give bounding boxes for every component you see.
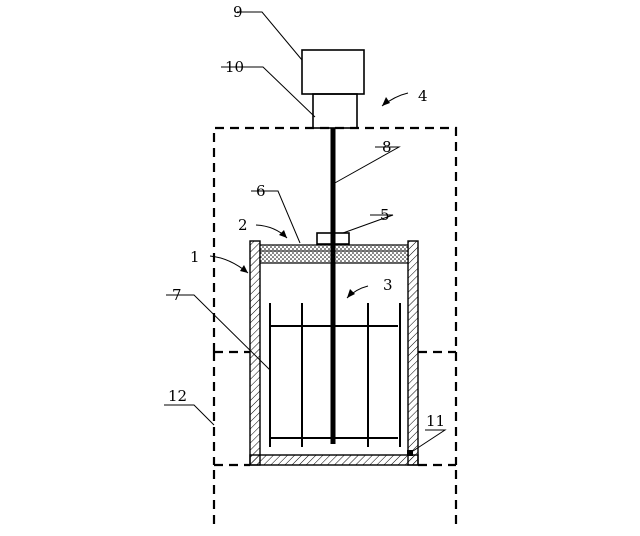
label-8: 8 xyxy=(382,138,392,156)
label-1: 1 xyxy=(190,248,200,266)
label-4: 4 xyxy=(418,87,428,105)
motor-box xyxy=(301,49,365,95)
label-11: 11 xyxy=(426,412,445,430)
stirring-frame xyxy=(269,303,401,447)
label-9: 9 xyxy=(233,3,243,21)
label-6: 6 xyxy=(256,182,266,200)
label-3: 3 xyxy=(383,276,393,294)
leader-lines xyxy=(164,11,447,452)
sensor-square xyxy=(407,450,413,456)
pointer-arrows xyxy=(209,92,409,299)
dashed-lower-frame xyxy=(212,352,458,530)
label-12: 12 xyxy=(168,387,187,405)
label-2: 2 xyxy=(238,216,248,234)
vessel-walls xyxy=(249,240,419,466)
label-5: 5 xyxy=(380,206,390,224)
label-7: 7 xyxy=(172,286,182,304)
label-10: 10 xyxy=(225,58,244,76)
reducer-box xyxy=(312,93,358,129)
